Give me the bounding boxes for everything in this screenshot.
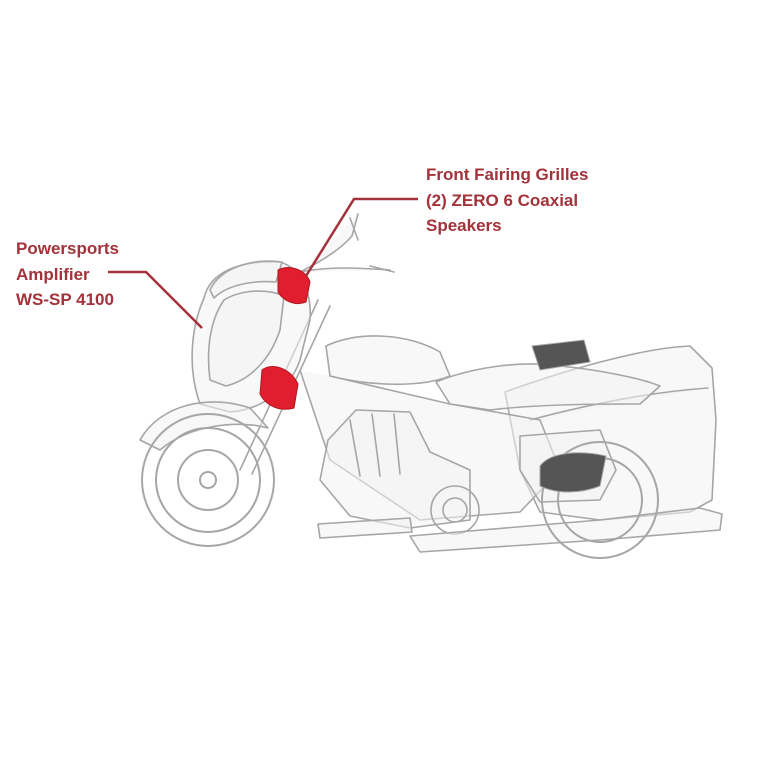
floorboard (317, 517, 413, 539)
exhaust-pipe (409, 507, 723, 553)
amplifier-callout-line-3: WS-SP 4100 (16, 290, 114, 309)
speakers-callout-line-3: Speakers (426, 216, 502, 235)
amplifier-callout-line-1: Powersports (16, 239, 119, 258)
handlebar-grip (349, 217, 395, 273)
saddlebag-lid-dark (539, 452, 607, 493)
engine-block (319, 409, 471, 529)
fairing-inner (207, 290, 285, 387)
amplifier-leader-line (108, 270, 203, 329)
front-wheel (141, 413, 275, 547)
amplifier-callout-label: Powersports Amplifier WS-SP 4100 (16, 236, 119, 313)
fuel-tank (325, 335, 451, 386)
lower-speaker-highlight (259, 366, 299, 410)
front-fender (139, 401, 269, 451)
upper-speaker-highlight (277, 267, 311, 305)
engine-cover-inner (442, 497, 468, 523)
seat (435, 363, 661, 411)
speakers-callout-label: Front Fairing Grilles (2) ZERO 6 Coaxial… (426, 162, 588, 239)
amplifier-callout-line-2: Amplifier (16, 264, 90, 284)
speakers-callout-line-1: Front Fairing Grilles (426, 165, 589, 184)
engine-cylinders (349, 413, 401, 477)
rear-seat-pad (531, 339, 591, 371)
speakers-leader-line (304, 197, 418, 277)
speakers-callout-line-2: (2) ZERO 6 Coaxial (426, 190, 579, 210)
